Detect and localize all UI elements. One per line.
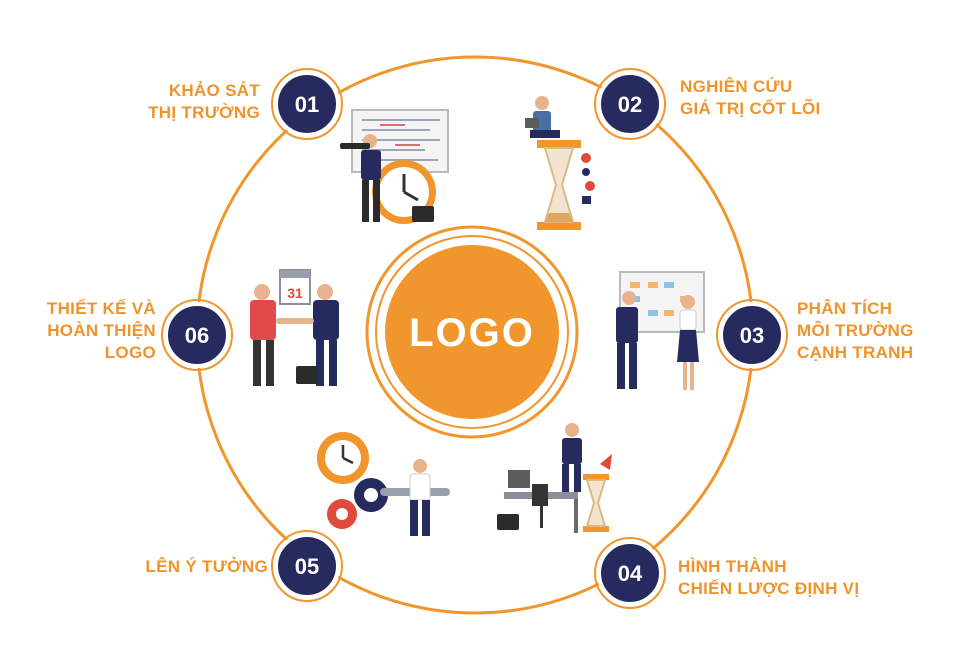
step-label-01: KHẢO SÁT THỊ TRƯỜNG (148, 80, 260, 124)
badge-number: 05 (295, 554, 319, 579)
step-label-04: HÌNH THÀNH CHIẾN LƯỢC ĐỊNH VỊ (678, 556, 859, 600)
step-label-line: THỊ TRƯỜNG (148, 103, 260, 122)
badge-06: 06 (161, 299, 233, 371)
step-label-05: LÊN Ý TƯỞNG (145, 556, 268, 578)
gears-wrench-icon (317, 432, 450, 536)
badge-number: 02 (618, 92, 642, 117)
step-label-line: HÌNH THÀNH (678, 557, 787, 576)
telescope-man-schedule-clock-icon (340, 109, 449, 224)
badge-01: 01 (271, 68, 343, 140)
step-label-line: LOGO (104, 343, 156, 362)
badge-02: 02 (594, 68, 666, 140)
badge-04: 04 (594, 537, 666, 609)
step-label-line: LÊN Ý TƯỞNG (145, 557, 268, 576)
badge-03: 03 (716, 299, 788, 371)
step-label-line: CẠNH TRANH (797, 343, 914, 362)
desk-hourglass-icon (497, 423, 612, 533)
step-label-line: CHIẾN LƯỢC ĐỊNH VỊ (678, 579, 860, 598)
man-on-hourglass-laptop-icon (525, 96, 595, 230)
step-label-02: NGHIÊN CỨU GIÁ TRỊ CỐT LÕI (680, 76, 821, 120)
presentation-board-icon (616, 271, 705, 390)
handshake-calendar-icon: 31 (250, 269, 339, 386)
step-label-line: HOÀN THIỆN (47, 321, 156, 340)
badge-number: 03 (740, 323, 764, 348)
step-label-03: PHÂN TÍCH MÔI TRƯỜNG CẠNH TRANH (797, 298, 914, 364)
step-label-06: THIẾT KẾ VÀ HOÀN THIỆN LOGO (47, 298, 156, 364)
center-logo: LOGO (365, 225, 579, 439)
badge-number: 06 (185, 323, 209, 348)
step-label-line: MÔI TRƯỜNG (797, 321, 914, 340)
badge-05: 05 (271, 530, 343, 602)
step-label-line: NGHIÊN CỨU (680, 77, 793, 96)
badge-number: 04 (618, 561, 643, 586)
step-label-line: KHẢO SÁT (168, 81, 260, 100)
logo-text: LOGO (409, 311, 535, 355)
step-label-line: THIẾT KẾ VÀ (46, 299, 156, 318)
step-label-line: GIÁ TRỊ CỐT LÕI (680, 99, 821, 118)
calendar-day: 31 (287, 285, 303, 301)
badge-number: 01 (295, 92, 319, 117)
step-label-line: PHÂN TÍCH (797, 299, 893, 318)
